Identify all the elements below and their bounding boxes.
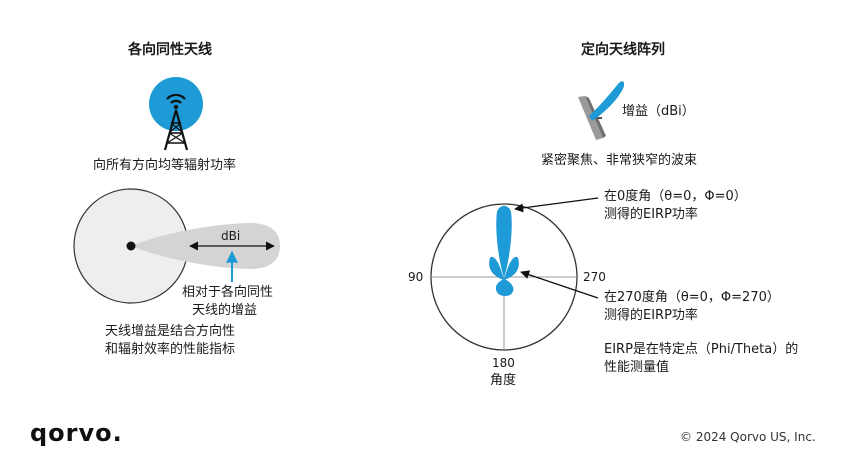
beam-caption: 紧密聚焦、非常狭窄的波束 xyxy=(541,153,698,168)
label-0-degree-line2: 测得的EIRP功率 xyxy=(604,207,698,222)
isotropic-tower-icon xyxy=(149,77,203,151)
isotropic-desc-line2: 和辐射效率的性能指标 xyxy=(105,342,236,357)
copyright-text: © 2024 Qorvo US, Inc. xyxy=(680,430,816,444)
svg-text:qorvo.: qorvo. xyxy=(30,419,123,447)
dbi-label: dBi xyxy=(221,229,241,243)
qorvo-logo: qorvo. xyxy=(30,419,123,447)
arrow-270-degree xyxy=(520,270,599,299)
axis-caption-angle: 角度 xyxy=(490,373,517,388)
axis-label-90: 90 xyxy=(408,270,424,284)
label-0-degree-line1: 在0度角（θ=0，Φ=0） xyxy=(604,189,747,204)
label-270-degree-line2: 测得的EIRP功率 xyxy=(604,308,698,323)
directional-title: 定向天线阵列 xyxy=(581,42,665,58)
directional-antenna-icon xyxy=(578,81,625,140)
tower-caption: 向所有方向均等辐射功率 xyxy=(93,158,237,173)
label-270-degree-line1: 在270度角（θ=0，Φ=270） xyxy=(604,290,780,305)
arrow-0-degree xyxy=(514,197,599,213)
gain-label-line2: 天线的增益 xyxy=(192,303,258,318)
eirp-desc-line2: 性能测量值 xyxy=(604,360,670,375)
isotropic-pattern xyxy=(73,188,280,304)
gain-label-line1: 相对于各向同性 xyxy=(182,285,274,300)
axis-label-180: 180 xyxy=(492,356,515,370)
axis-label-270: 270 xyxy=(583,270,606,284)
eirp-desc-line1: EIRP是在特定点（Phi/Theta）的 xyxy=(604,342,799,357)
gain-dbi-label: 增益（dBi） xyxy=(622,104,695,119)
isotropic-desc-line1: 天线增益是结合方向性 xyxy=(105,324,236,339)
polar-plot xyxy=(430,197,599,351)
isotropic-title: 各向同性天线 xyxy=(128,42,212,58)
